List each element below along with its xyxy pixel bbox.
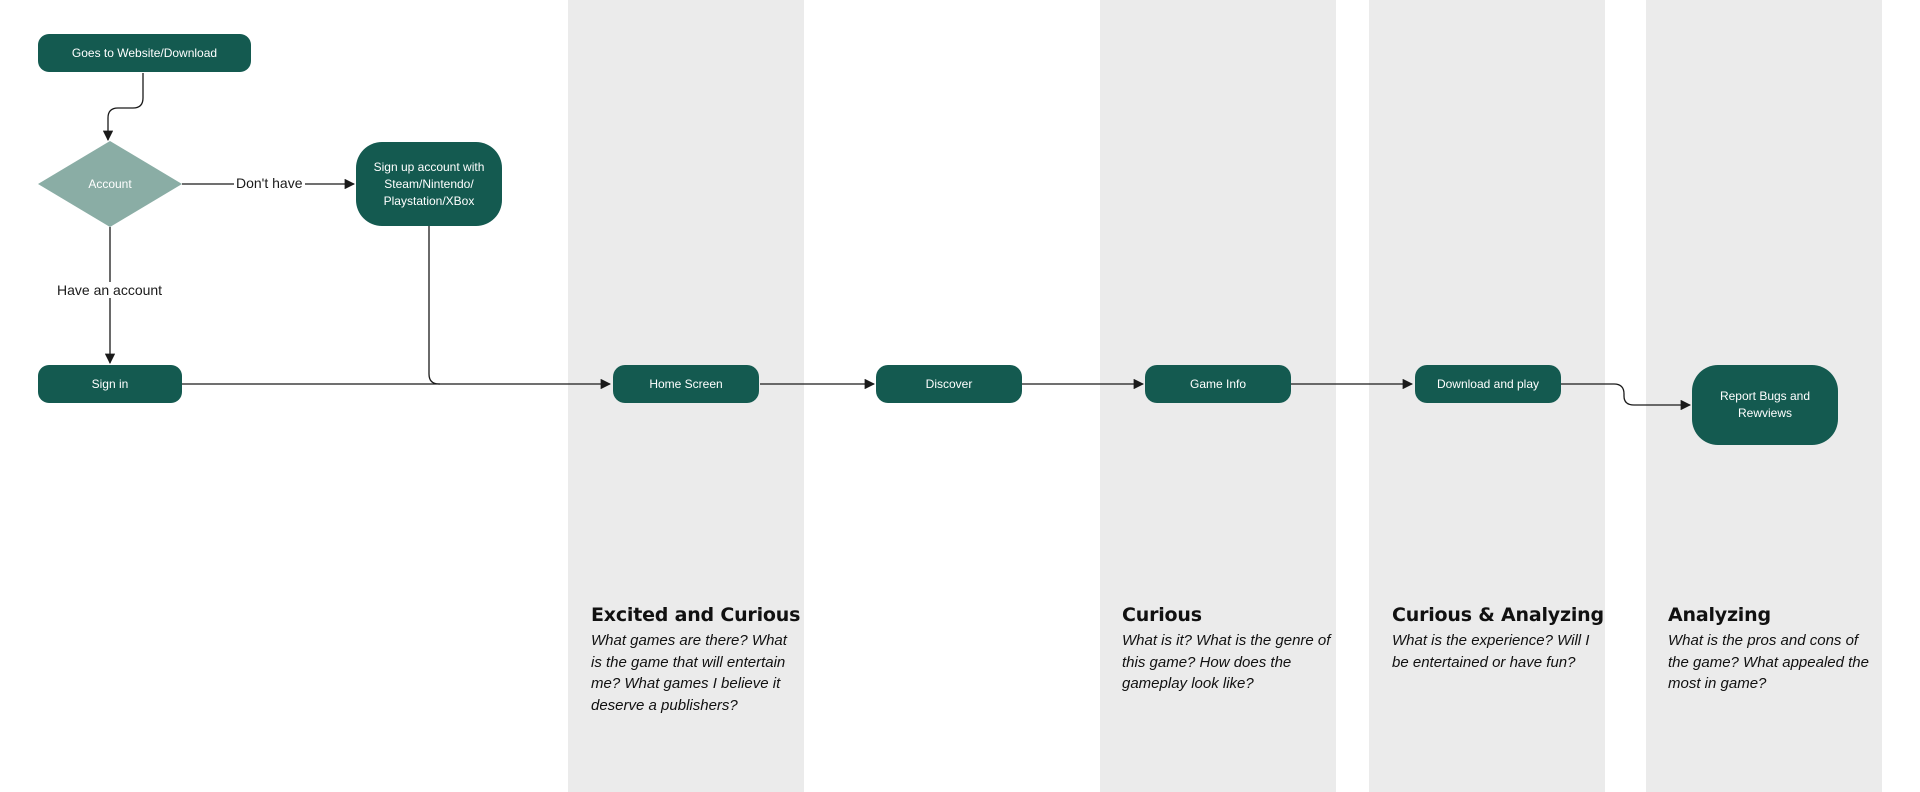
game-info-node[interactable]: Game Info xyxy=(1145,365,1291,403)
account-decision-label: Account xyxy=(88,176,132,191)
arrow-start-to-account xyxy=(102,73,144,142)
discover-node[interactable]: Discover xyxy=(876,365,1022,403)
signin-node[interactable]: Sign in xyxy=(38,365,182,403)
account-decision-diamond[interactable] xyxy=(38,141,182,227)
emotion-title: Analyzing xyxy=(1668,604,1771,626)
emotion-text: What is the experience? Will I be entert… xyxy=(1392,632,1590,671)
start-node[interactable]: Goes to Website/Download xyxy=(38,34,251,72)
emotion-title: Excited and Curious xyxy=(591,604,801,626)
arrow-signup-to-home xyxy=(428,226,612,390)
download-play-node[interactable]: Download and play xyxy=(1415,365,1561,403)
emotion-text: What games are there? What is the game t… xyxy=(591,632,787,714)
edge-label-has-account: Have an account xyxy=(55,282,165,298)
home-screen-node[interactable]: Home Screen xyxy=(613,365,759,403)
emotion-note-home: Excited and Curious What games are there… xyxy=(591,604,801,716)
emotion-note-report: Analyzing What is the pros and cons of t… xyxy=(1668,604,1878,695)
emotion-note-game-info: Curious What is it? What is the genre of… xyxy=(1122,604,1332,695)
edge-label-no-account: Don't have xyxy=(234,175,305,191)
report-node[interactable]: Report Bugs and Rewviews xyxy=(1692,365,1838,445)
emotion-text: What is the pros and cons of the game? W… xyxy=(1668,632,1869,692)
emotion-title: Curious xyxy=(1122,604,1202,626)
emotion-note-download: Curious & Analyzing What is the experien… xyxy=(1392,604,1604,673)
arrow-download-to-report xyxy=(1561,383,1692,411)
signup-node[interactable]: Sign up account with Steam/Nintendo/ Pla… xyxy=(356,142,502,226)
emotion-text: What is it? What is the genre of this ga… xyxy=(1122,632,1331,692)
emotion-title: Curious & Analyzing xyxy=(1392,604,1604,626)
